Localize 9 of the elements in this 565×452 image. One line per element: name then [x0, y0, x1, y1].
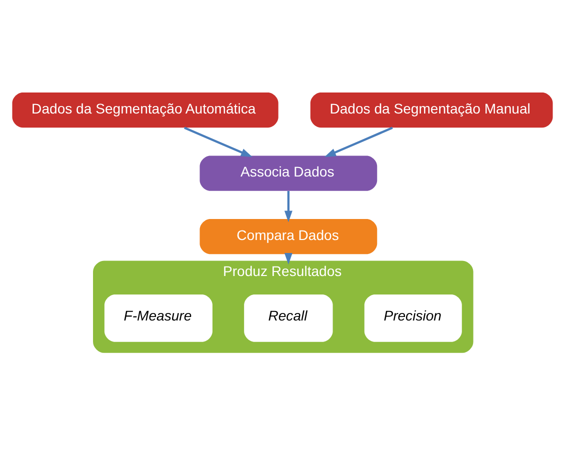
node-box: Recall — [244, 294, 333, 342]
arrow — [184, 126, 252, 157]
node-box: Precision — [364, 294, 462, 342]
node-box: Dados da Segmentação Manual — [310, 92, 553, 128]
arrow — [284, 190, 292, 222]
node-box: Dados da Segmentação Automática — [12, 92, 278, 128]
node-box: F-Measure — [104, 294, 212, 342]
arrow — [324, 126, 393, 157]
node-box: Associa Dados — [200, 156, 378, 191]
